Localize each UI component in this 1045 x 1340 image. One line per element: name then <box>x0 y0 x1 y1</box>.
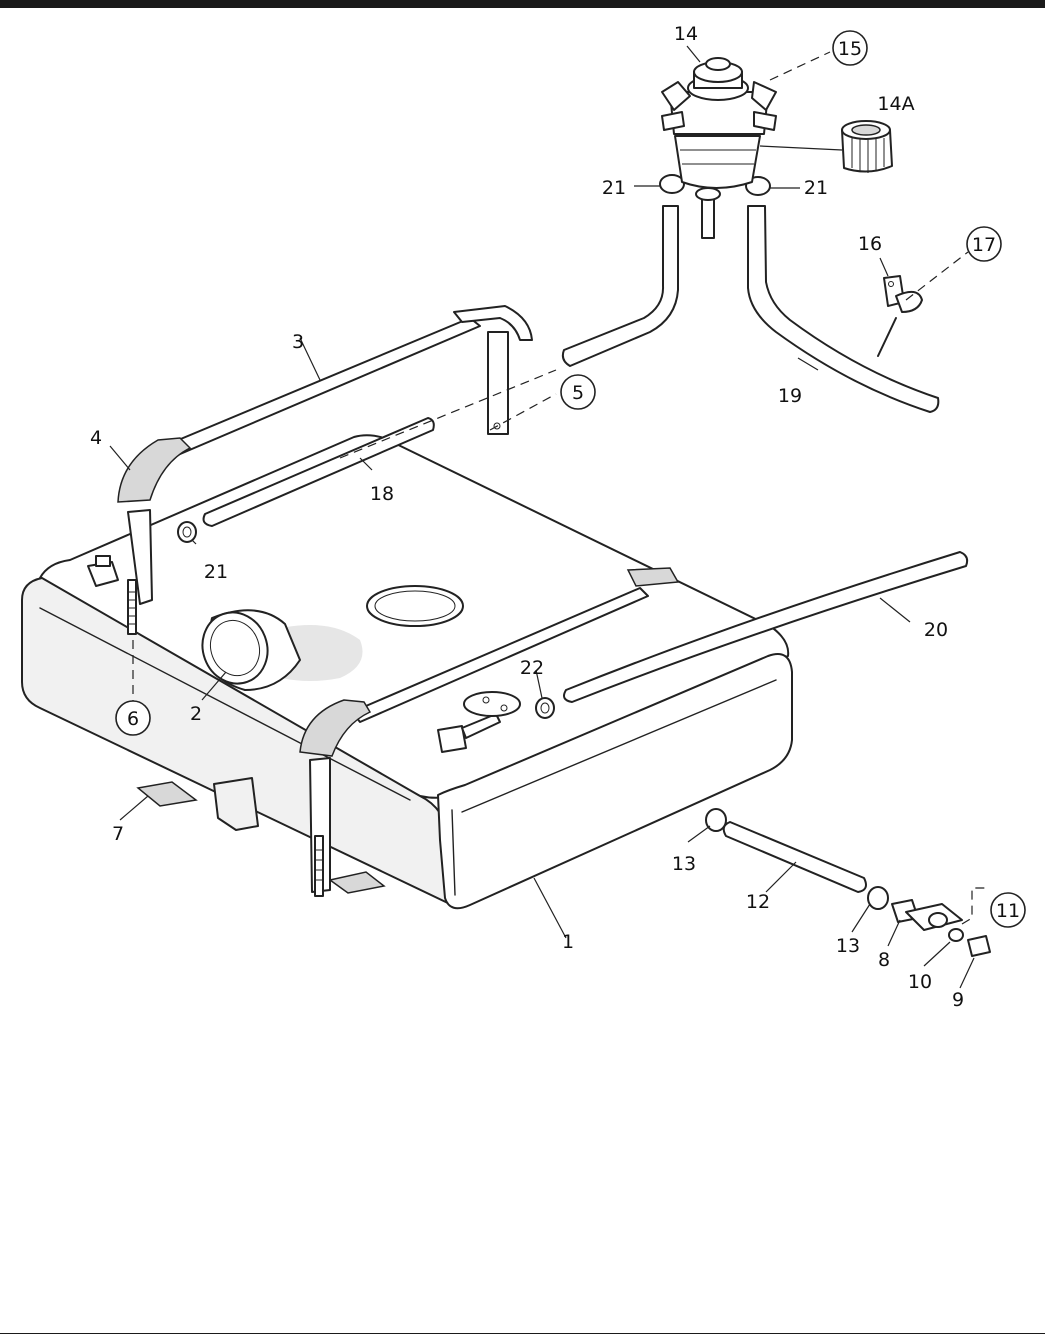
callout-3: 3 <box>292 331 304 353</box>
bottom-border-rule <box>0 1333 1045 1334</box>
callout-13-upper: 13 <box>672 853 696 875</box>
callout-21-left: 21 <box>602 177 626 199</box>
callout-11: 11 <box>996 900 1020 922</box>
callout-19: 19 <box>778 385 802 407</box>
filler-neck-cap <box>201 609 301 691</box>
callout-5: 5 <box>572 382 584 404</box>
callout-13-lower: 13 <box>836 935 860 957</box>
callout-14a: 14A <box>877 93 914 115</box>
callout-21-lower: 21 <box>204 561 228 583</box>
filter-element-14a <box>841 120 893 173</box>
hose-clip-16 <box>877 275 923 357</box>
tank-strap-band <box>127 305 680 893</box>
callout-4: 4 <box>90 427 102 449</box>
callout-17: 17 <box>972 234 996 256</box>
strap-cushion-pad <box>117 437 372 757</box>
callout-10: 10 <box>908 971 932 993</box>
callout-labels: 14 15 14A 21 21 16 17 19 3 5 4 18 21 20 … <box>90 23 1020 1011</box>
callout-16: 16 <box>858 233 882 255</box>
callout-12: 12 <box>746 891 770 913</box>
tank-elbow-fittings <box>87 555 521 753</box>
callout-20: 20 <box>924 619 948 641</box>
hose-clamps <box>177 174 889 910</box>
stud-bolts <box>127 579 324 897</box>
callout-18: 18 <box>370 483 394 505</box>
callout-7: 7 <box>112 823 124 845</box>
callout-2: 2 <box>190 703 202 725</box>
callout-6: 6 <box>127 708 139 730</box>
callout-15: 15 <box>838 38 862 60</box>
callout-9: 9 <box>952 989 964 1011</box>
fuel-filter-assembly <box>661 57 777 239</box>
fuel-tank <box>21 434 793 910</box>
callout-14: 14 <box>674 23 698 45</box>
callout-22: 22 <box>520 657 544 679</box>
callout-1: 1 <box>562 931 574 953</box>
filter-hoses <box>561 205 940 413</box>
callout-8: 8 <box>878 949 890 971</box>
top-border-bar <box>0 0 1045 8</box>
callout-circles <box>115 30 1026 928</box>
callout-21-right: 21 <box>804 177 828 199</box>
fuel-hose-18 <box>202 417 435 527</box>
leader-lines <box>109 45 990 989</box>
fuel-hose-20 <box>563 551 969 703</box>
drain-assembly <box>722 821 991 957</box>
